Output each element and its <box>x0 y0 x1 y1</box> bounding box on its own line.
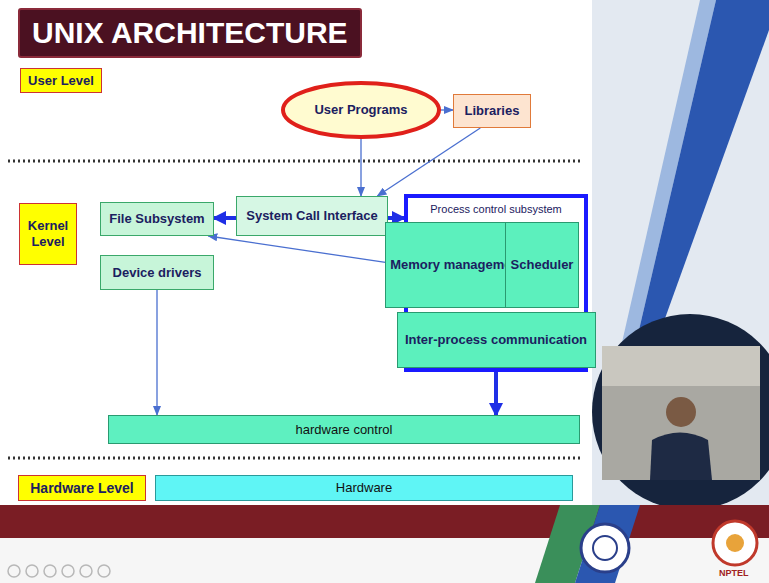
node-label: Hardware Level <box>30 480 134 497</box>
subsystem-group: Process control subsystemMemory manageme… <box>404 194 588 372</box>
level-divider <box>8 457 580 460</box>
node-label: Kernel Level <box>26 218 70 249</box>
player-controls <box>8 565 110 577</box>
node-label: Libraries <box>465 103 520 119</box>
node-label: Scheduler <box>511 257 574 273</box>
flow-arrow <box>360 137 361 196</box>
library-box: Libraries <box>453 94 531 128</box>
node-label: Memory management <box>390 257 524 273</box>
node-label: User Level <box>28 73 94 89</box>
nptel-logo <box>726 534 744 552</box>
node-label: User Programs <box>314 102 407 118</box>
node-label: Inter-process communication <box>405 332 587 348</box>
nptel-logo <box>713 521 757 565</box>
institute-logo <box>593 536 617 560</box>
main-flow-arrow <box>494 372 498 415</box>
subsystem-box: File Subsystem <box>100 202 214 236</box>
component-box: Scheduler <box>505 222 579 308</box>
ellipse-outline <box>283 83 439 137</box>
speaker-figure <box>650 433 712 481</box>
level-divider <box>8 160 580 163</box>
node-text-group: User Level <box>28 73 94 89</box>
side-stripe <box>632 0 769 360</box>
main-flow-arrow <box>214 216 236 220</box>
flow-arrow <box>377 128 480 196</box>
driver-box: Device drivers <box>100 255 214 290</box>
node-text-group: Libraries <box>465 103 520 119</box>
node-text-group: Inter-process communication <box>405 332 587 348</box>
node-text-group: Hardware <box>336 480 392 496</box>
institute-logo <box>581 524 629 572</box>
main-flow-arrow <box>388 216 404 220</box>
side-panel <box>592 0 769 505</box>
level-label: Hardware Level <box>18 475 146 501</box>
node-label: File Subsystem <box>109 211 204 227</box>
speaker-figure <box>666 397 696 427</box>
node-text-group: Memory management <box>390 257 524 273</box>
slide-title: UNIX ARCHITECTURE <box>18 8 362 58</box>
node-text-group: User Programs <box>314 102 407 118</box>
node-text-group: Kernel Level <box>26 218 70 249</box>
component-box: Inter-process communication <box>397 312 596 368</box>
node-text-group: Device drivers <box>113 265 202 281</box>
logo-caption: NPTEL <box>719 568 749 578</box>
interface-box: System Call Interface <box>236 196 388 236</box>
footer-band <box>0 505 769 538</box>
speaker-video <box>602 346 760 480</box>
node-text-group: System Call Interface <box>246 208 378 224</box>
program-ellipse: User Programs <box>283 83 439 137</box>
speaker-video-wall <box>602 346 760 386</box>
node-label: Hardware <box>336 480 392 496</box>
flow-arrow <box>208 236 404 265</box>
level-label: User Level <box>20 68 102 93</box>
node-label: System Call Interface <box>246 208 378 224</box>
footer-ground <box>0 538 769 583</box>
flow-arrow <box>156 290 157 415</box>
level-label: Kernel Level <box>19 203 77 265</box>
node-label: Process control subsystem <box>430 203 561 216</box>
node-text-group: Hardware Level <box>30 480 134 497</box>
video-frame-arc <box>592 314 769 510</box>
hardware-control-bar: hardware control <box>108 415 580 444</box>
node-text-group: File Subsystem <box>109 211 204 227</box>
node-text-group: hardware control <box>296 422 393 438</box>
node-label: hardware control <box>296 422 393 438</box>
node-text-group: Scheduler <box>511 257 574 273</box>
flow-arrow <box>439 109 453 110</box>
node-text-group: Process control subsystem <box>430 200 561 216</box>
footer-stripe <box>575 505 640 583</box>
node-label: Device drivers <box>113 265 202 281</box>
hardware-bar: Hardware <box>155 475 573 501</box>
